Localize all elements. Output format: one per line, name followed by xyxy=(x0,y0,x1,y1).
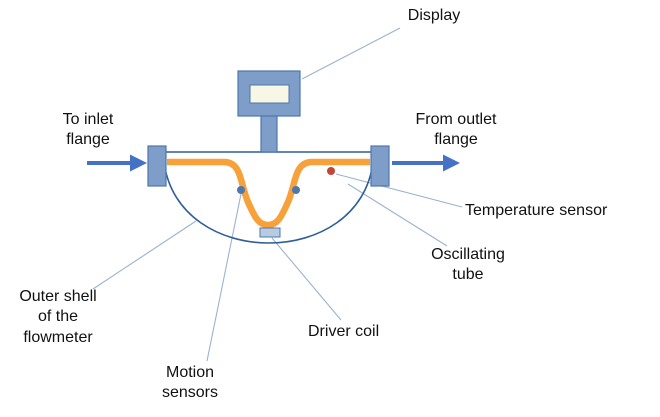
driver-coil xyxy=(259,227,281,238)
label-inlet-flange: To inlet flange xyxy=(62,111,114,149)
leader-outer-shell xyxy=(92,220,197,290)
oscillating-tube xyxy=(167,158,370,229)
leader-motion-sensors xyxy=(206,193,242,362)
leader-display xyxy=(301,27,401,80)
label-display: Display xyxy=(407,7,461,24)
outer-shell xyxy=(163,161,374,244)
label-outer-shell: Outer shell of the flowmeter xyxy=(19,288,97,346)
label-motion-sensors: Motion sensors xyxy=(161,364,219,402)
outlet-flange xyxy=(370,145,390,187)
leader-driver-coil xyxy=(271,237,342,321)
inlet-arrow-head xyxy=(130,154,147,172)
motion-sensor-right xyxy=(292,186,300,194)
motion-sensor-left xyxy=(237,186,245,194)
label-driver-coil: Driver coil xyxy=(308,323,380,340)
label-temperature-sensor: Temperature sensor xyxy=(465,202,608,219)
leader-temperature-sensor xyxy=(335,173,463,208)
temperature-sensor-dot xyxy=(327,167,335,175)
outlet-arrow-head xyxy=(443,154,460,172)
display-stem xyxy=(260,113,278,153)
label-oscillating-tube: Oscillating tube xyxy=(431,246,505,284)
label-outlet-flange: From outlet flange xyxy=(415,111,497,149)
leader-oscillating-tube xyxy=(347,183,448,247)
inlet-flange xyxy=(147,145,167,187)
display-screen xyxy=(249,84,290,104)
